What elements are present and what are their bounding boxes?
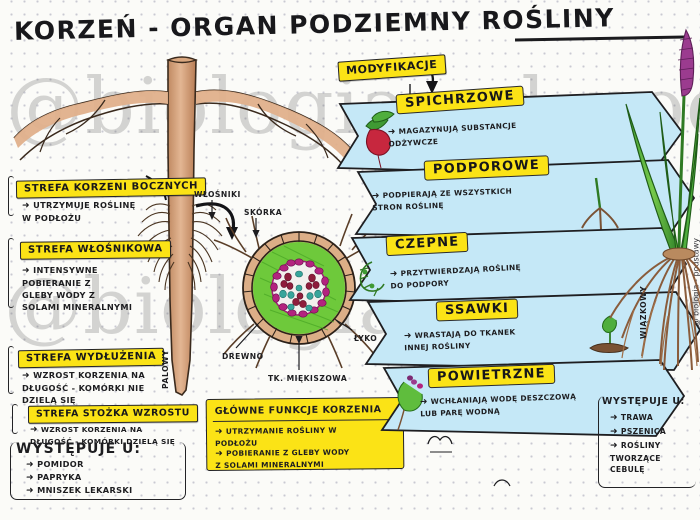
occurs-in-right-heading: WYSTĘPUJE U: [602,396,685,407]
zone-bullets-3: ➜ WZROST KORZENIA NA DŁUGOŚĆ - KOMÓRKI N… [22,370,146,405]
label-wloszniki: WŁOŚNIKI [194,190,241,199]
occurs-in-right-frame [598,396,696,488]
zone-frame-4 [12,404,18,434]
label-tkanka-miekiszowa: TK. MIĘKISZOWA [268,374,348,383]
zone-frame-3 [8,346,14,394]
occurs-in-right-item-0: ➜ TRAWA [610,413,654,423]
occurs-in-right-item-1: ➜ PSZENICA [610,427,667,437]
label-skorka: SKÓRKA [244,208,283,217]
occurs-in-left-frame [10,442,186,500]
label-drewno: DREWNO [222,352,264,361]
label-lyko: ŁYKO [354,334,378,343]
occurs-in-left-item-2: ➜ MNISZEK LEKARSKI [26,485,133,496]
occurs-in-left-item-0: ➜ POMIDOR [26,459,84,470]
zone-bullets-1: ➜ UTRZYMUJE ROŚLINĘ W PODŁOŻU [22,200,136,224]
zone-frame-2 [8,238,14,308]
occurs-in-left-heading: WYSTĘPUJE U: [16,441,142,457]
occurs-in-right-item-2: ➜ ROŚLINY TWORZĄCE CEBULĘ [610,441,661,475]
zone-frame-1 [8,176,14,216]
zone-bullets-2: ➜ INTENSYWNE POBIERANIE Z GLEBY WODY Z S… [22,265,133,312]
zone-bullets-4: ➜ WZROST KORZENIA NA DŁUGOŚĆ - KOMÓRKI D… [30,425,176,447]
occurs-in-left-item-1: ➜ PAPRYKA [26,472,82,483]
